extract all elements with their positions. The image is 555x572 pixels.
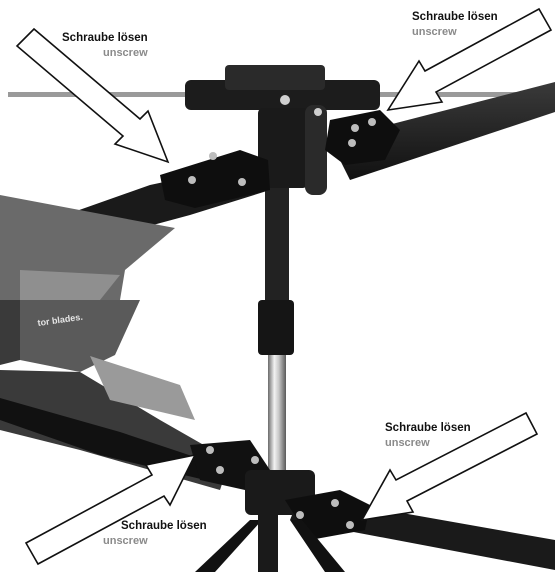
callout-english: unscrew [385,436,430,449]
skid-leg-left [195,520,262,572]
rotor-hub-block [258,108,308,188]
arrow-lower-right [360,411,539,522]
bolt-link [314,108,322,116]
screw-lower-left-3 [251,456,259,464]
blade-lower-sheet-light [20,270,120,300]
callout-german: Schraube lösen [62,32,148,44]
arrow-upper-left [15,27,170,164]
callout-german: Schraube lösen [121,520,207,532]
shaft-sleeve [258,300,294,355]
callout-english: unscrew [103,534,148,547]
callout-german: Schraube lösen [385,422,471,434]
shaft-upper [265,180,289,300]
screw-lower-right-1 [296,511,304,519]
blade-grip-upper-right [325,110,400,165]
screw-lower-right-2 [331,499,339,507]
callout-label-upper-left: Schraube lösen unscrew [62,32,148,59]
screw-lower-right-3 [346,521,354,529]
screw-upper-left-2 [209,152,217,160]
callout-label-upper-right: Schraube lösen unscrew [412,11,498,38]
bolt-head-top [280,95,290,105]
skid-leg-right [290,520,345,572]
lower-blade-left-dark [0,398,210,480]
screw-upper-left-1 [188,176,196,184]
callout-english: unscrew [412,25,457,38]
arrow-upper-right [386,7,553,112]
blade-grip-upper-left [160,150,270,208]
blade-surface-edge [0,300,20,365]
screw-upper-right-1 [351,124,359,132]
screw-upper-left-3 [238,178,246,186]
arrow-lower-left [24,453,197,566]
blade-surface-large [20,300,140,372]
callout-german: Schraube lösen [412,11,498,23]
screw-upper-right-2 [368,118,376,126]
screw-lower-left-2 [216,466,224,474]
callout-label-lower-right: Schraube lösen unscrew [385,422,471,449]
skid-center [258,510,278,572]
callout-label-lower-left: Schraube lösen unscrew [103,520,207,547]
callout-english: unscrew [103,46,148,59]
screw-upper-right-3 [348,139,356,147]
pitch-link [305,105,327,195]
rotor-head-cap [225,65,325,90]
shaft-chrome [268,355,286,490]
screw-lower-left-1 [206,446,214,454]
lower-blade-left-sheet [90,356,195,420]
